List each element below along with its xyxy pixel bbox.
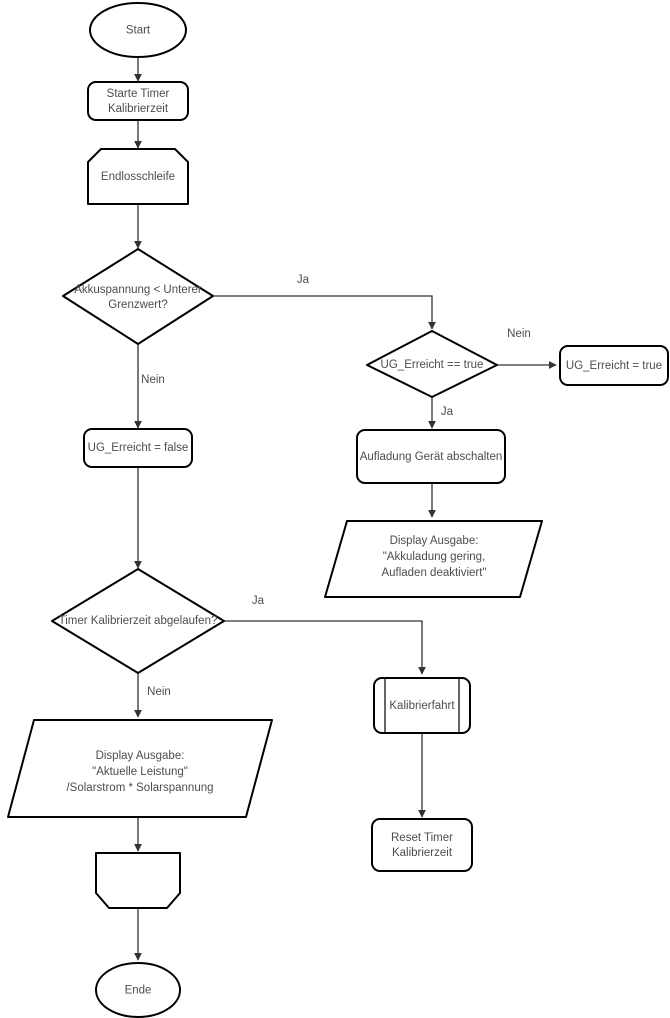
edge-label-timer-nein: Nein xyxy=(147,686,171,698)
aufladung-abschalten-rect-shape xyxy=(356,429,506,484)
kalibrierfahrt-label: Kalibrierfahrt xyxy=(389,700,455,712)
edge-timerdecision-ja-to-kalibrierfahrt xyxy=(224,620,426,675)
display-leistung-line3: /Solarstrom * Solarspannung xyxy=(66,782,213,794)
ug-erreicht-true-rect-shape xyxy=(559,345,669,386)
akkuspannung-label-line1: Akkuspannung < Unterer xyxy=(74,284,202,296)
node-display-akkuladung[interactable]: Display Ausgabe: "Akkuladung gering, Auf… xyxy=(324,520,543,598)
ug-erreicht-false-rect-shape xyxy=(83,428,193,468)
aufladung-abschalten-label: Aufladung Gerät abschalten xyxy=(360,451,503,463)
akkuspannung-diamond-shape xyxy=(62,248,214,345)
display-leistung-line1: Display Ausgabe: xyxy=(96,750,185,762)
endlosschleife-loop-shape xyxy=(87,148,189,205)
starte-timer-label-line2: Kalibrierzeit xyxy=(108,103,169,115)
ende-ellipse-shape xyxy=(95,962,181,1018)
display-akkuladung-line1: Display Ausgabe: xyxy=(390,535,479,547)
edge-label-akku-ja: Ja xyxy=(297,274,310,286)
edge-akkudecision-ja-to-ugdecision xyxy=(213,295,436,330)
node-endlosschleife[interactable]: Endlosschleife xyxy=(87,148,189,205)
edge-label-ug-nein: Nein xyxy=(507,328,531,340)
start-label: Start xyxy=(126,25,151,37)
node-start[interactable]: Start xyxy=(89,2,187,58)
edge-label-timer-ja: Ja xyxy=(252,595,265,607)
display-akkuladung-parallelogram-shape xyxy=(324,520,543,598)
display-akkuladung-line2: "Akkuladung gering, xyxy=(383,551,486,563)
display-akkuladung-line3: Aufladen deaktiviert" xyxy=(381,567,486,579)
node-ug-erreicht-false[interactable]: UG_Erreicht = false xyxy=(83,428,193,468)
node-reset-timer[interactable]: Reset Timer Kalibrierzeit xyxy=(371,818,473,872)
timer-decision-label: Timer Kalibrierzeit abgelaufen? xyxy=(59,615,218,627)
loop-end-shape xyxy=(95,852,181,909)
ug-erreicht-false-label: UG_Erreicht = false xyxy=(88,442,189,454)
reset-timer-rect-shape xyxy=(371,818,473,872)
node-ug-erreicht-decision[interactable]: UG_Erreicht == true xyxy=(366,330,498,398)
timer-decision-diamond-shape xyxy=(51,568,225,674)
kalibrierfahrt-rect-shape xyxy=(373,677,471,734)
connectors xyxy=(134,57,557,961)
akkuspannung-label-line2: Grenzwert? xyxy=(108,299,167,311)
reset-timer-label-line2: Kalibrierzeit xyxy=(392,847,453,859)
node-display-leistung[interactable]: Display Ausgabe: "Aktuelle Leistung" /So… xyxy=(7,719,273,818)
node-ende[interactable]: Ende xyxy=(95,962,181,1018)
display-leistung-parallelogram-shape xyxy=(7,719,273,818)
ug-erreicht-decision-label: UG_Erreicht == true xyxy=(381,359,484,371)
display-leistung-line2: "Aktuelle Leistung" xyxy=(92,766,188,778)
edge-label-akku-nein: Nein xyxy=(141,374,165,386)
node-loop-end[interactable] xyxy=(95,852,181,909)
node-ug-erreicht-true[interactable]: UG_Erreicht = true xyxy=(559,345,669,386)
edge-label-ug-ja: Ja xyxy=(441,406,454,418)
ug-erreicht-true-label: UG_Erreicht = true xyxy=(566,360,662,372)
node-akkuspannung-decision[interactable]: Akkuspannung < Unterer Grenzwert? xyxy=(62,248,214,345)
starte-timer-label-line1: Starte Timer xyxy=(107,88,170,100)
ug-erreicht-diamond-shape xyxy=(366,330,498,398)
node-timer-decision[interactable]: Timer Kalibrierzeit abgelaufen? xyxy=(51,568,225,674)
ende-label: Ende xyxy=(125,985,152,997)
node-starte-timer[interactable]: Starte Timer Kalibrierzeit xyxy=(87,81,189,121)
reset-timer-label-line1: Reset Timer xyxy=(391,832,453,844)
node-aufladung-abschalten[interactable]: Aufladung Gerät abschalten xyxy=(356,429,506,484)
start-ellipse-shape xyxy=(89,2,187,58)
endlosschleife-label: Endlosschleife xyxy=(101,171,175,183)
node-kalibrierfahrt[interactable]: Kalibrierfahrt xyxy=(373,677,471,734)
starte-timer-rect-shape xyxy=(87,81,189,121)
